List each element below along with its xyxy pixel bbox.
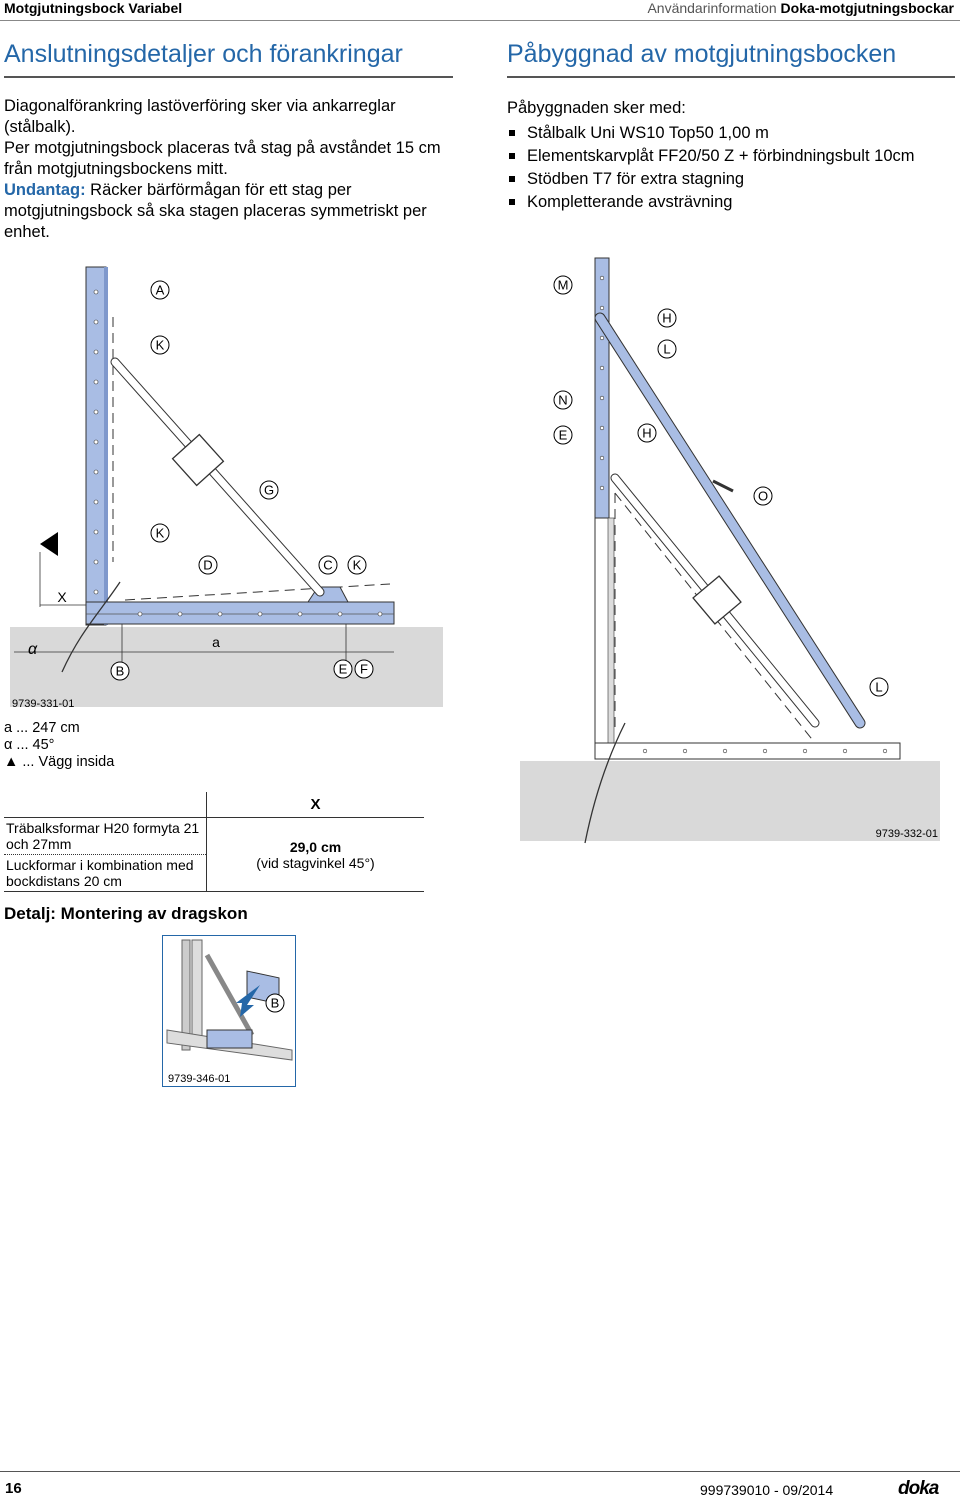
- table-row-1: Träbalksformar H20 formyta 21 och 27mm: [4, 817, 207, 855]
- detail-title: Detalj: Montering av dragskon: [4, 904, 248, 923]
- doka-logo: doka: [898, 1478, 939, 1499]
- lower-waler: [594, 517, 610, 744]
- fig3-label-b: B: [271, 996, 280, 1011]
- running-header-right: Användarinformation Doka-motgjutningsboc…: [647, 0, 954, 16]
- fig2-label-l2: L: [875, 680, 882, 695]
- list-item: Stödben T7 för extra stagning: [507, 168, 947, 191]
- legend-alpha: α ... 45°: [4, 737, 55, 753]
- ground: [520, 761, 940, 841]
- anchor-rod: [61, 581, 121, 673]
- figure-extension: M H L N E H O L 9739-332-01: [520, 257, 940, 844]
- header-divider: [0, 20, 960, 21]
- fig1-label-b: B: [116, 664, 125, 679]
- figure-anchor-diagonal: A K G K D C K X a B E F α 9739-331-01: [10, 266, 443, 710]
- legend-a: a ... 247 cm: [4, 720, 80, 736]
- left-text: Diagonalförankring lastöverföring sker v…: [4, 96, 452, 243]
- fig1-label-d: D: [203, 558, 212, 573]
- fig2-label-e: E: [559, 428, 568, 443]
- paragraph-1: Diagonalförankring lastöverföring sker v…: [4, 97, 396, 136]
- fig2-label-o: O: [758, 489, 768, 504]
- base-beam: [594, 742, 901, 760]
- fig1-alpha: α: [28, 641, 38, 658]
- right-intro: Påbyggnaden sker med:: [507, 99, 686, 117]
- legend: a ... 247 cm α ... 45° ▲ ... Vägg insida: [4, 720, 114, 771]
- fig1-label-g: G: [264, 483, 274, 498]
- fig2-id: 9739-332-01: [876, 828, 938, 840]
- page-number: 16: [5, 1480, 22, 1497]
- fig1-label-dim-a: a: [212, 634, 220, 650]
- fig1-label-k1: K: [156, 338, 165, 353]
- table-note: (vid stagvinkel 45°): [256, 854, 375, 871]
- table-row-2: Luckformar i kombination med bockdistans…: [4, 854, 207, 892]
- list-item: Elementskarvplåt FF20/50 Z + förbindning…: [507, 145, 947, 168]
- list-item: Kompletterande avsträvning: [507, 191, 947, 214]
- mount-arrow: [236, 985, 260, 1017]
- fig1-label-k3: K: [353, 558, 362, 573]
- section-rule-right: [507, 76, 955, 78]
- base-beam: [85, 601, 395, 625]
- fig1-label-k2: K: [156, 526, 165, 541]
- fig2-label-h2: H: [642, 426, 651, 441]
- brace-handle: [692, 575, 742, 625]
- table-value: 29,0 cm: [289, 838, 342, 855]
- fig3-id: 9739-346-01: [168, 1073, 230, 1085]
- list-item: Stålbalk Uni WS10 Top50 1,00 m: [507, 122, 947, 145]
- ground: [10, 627, 443, 707]
- section-title-right: Påbyggnad av motgjutningsbocken: [507, 40, 897, 68]
- figure-tension-shoe-detail: B 9739-346-01: [162, 935, 296, 1087]
- waler-holes: [93, 289, 99, 595]
- running-header-left: Motgjutningsbock Variabel: [4, 0, 183, 16]
- anchor-rod: [584, 722, 626, 844]
- fig2-label-l1: L: [663, 342, 670, 357]
- fig1-id: 9739-331-01: [12, 698, 74, 710]
- footer-divider: [0, 1471, 960, 1472]
- section-rule-left: [4, 76, 453, 78]
- upper-waler: [594, 257, 610, 519]
- fig1-label-a: A: [156, 283, 165, 298]
- table-header-x: X: [206, 792, 424, 818]
- document-number: 999739010 - 09/2014: [700, 1482, 834, 1498]
- legend-wall: ▲ ... Vägg insida: [4, 754, 115, 770]
- fig1-label-c: C: [323, 558, 332, 573]
- fig2-label-h1: H: [662, 311, 671, 326]
- section-title-left: Anslutningsdetaljer och förankringar: [4, 40, 403, 68]
- paragraph-3: Undantag: Räcker bärförmågan för ett sta…: [4, 181, 427, 241]
- brace-handle: [171, 433, 225, 487]
- fig2-label-m: M: [558, 278, 569, 293]
- fig1-label-f: F: [360, 662, 368, 677]
- spacing-table: X Träbalksformar H20 formyta 21 och 27mm…: [4, 792, 424, 892]
- tension-shoe: [206, 1029, 253, 1049]
- paragraph-2: Per motgjutningsbock placeras två stag p…: [4, 139, 441, 178]
- fig2-label-n: N: [558, 393, 567, 408]
- fig1-label-x: X: [57, 589, 67, 605]
- fig1-label-e: E: [339, 662, 348, 677]
- component-list: Stålbalk Uni WS10 Top50 1,00 m Elementsk…: [507, 122, 947, 214]
- wall-side-marker: [40, 532, 58, 556]
